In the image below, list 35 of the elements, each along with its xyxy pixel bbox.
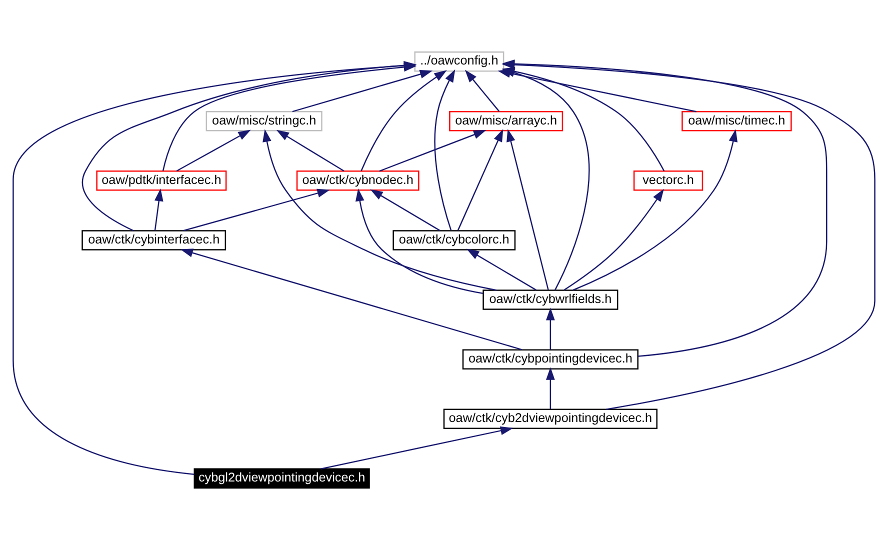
arrow [564,188,664,291]
node-box: oaw/misc/timec.h [682,110,792,132]
arrow [355,188,484,294]
arrow [276,130,344,172]
node-box: oaw/pdtk/interfacec.h [96,170,227,191]
arrow [379,130,486,172]
arrow [464,70,500,112]
node-box: oaw/misc/stringc.h [206,110,322,132]
arrow [434,69,456,230]
arrow [183,188,330,232]
arrow [320,426,514,470]
arrow [502,68,590,290]
arrow [262,129,497,291]
node-box: ../oawconfig.h [414,51,504,72]
node-box: oaw/ctk/cybinterfacec.h [82,230,226,250]
node-box: oaw/ctk/cybcolorc.h [392,230,516,250]
arrow [176,130,251,172]
arrow [546,367,555,410]
arrow [466,248,537,291]
node-box: oaw/ctk/cyb2dviewpointingdevicec.h [443,408,658,430]
arrow [546,308,555,350]
node-box: cybgl2dviewpointingdevicec.h [194,468,370,489]
arrow [457,128,504,231]
arrow [154,188,164,231]
arrow [572,129,738,291]
node-box: oaw/ctk/cybnodec.h [296,170,420,191]
arrow [370,189,440,232]
arrow [180,248,522,350]
node-box: oaw/misc/arrayc.h [449,110,564,132]
arrow [292,70,433,112]
node-box: oaw/ctk/cybwrlfields.h [482,290,618,310]
node-box: vectorc.h [633,170,704,191]
arrow [360,70,447,172]
arrow [506,128,549,290]
node-box: oaw/ctk/cybpointingdevicec.h [462,349,638,370]
